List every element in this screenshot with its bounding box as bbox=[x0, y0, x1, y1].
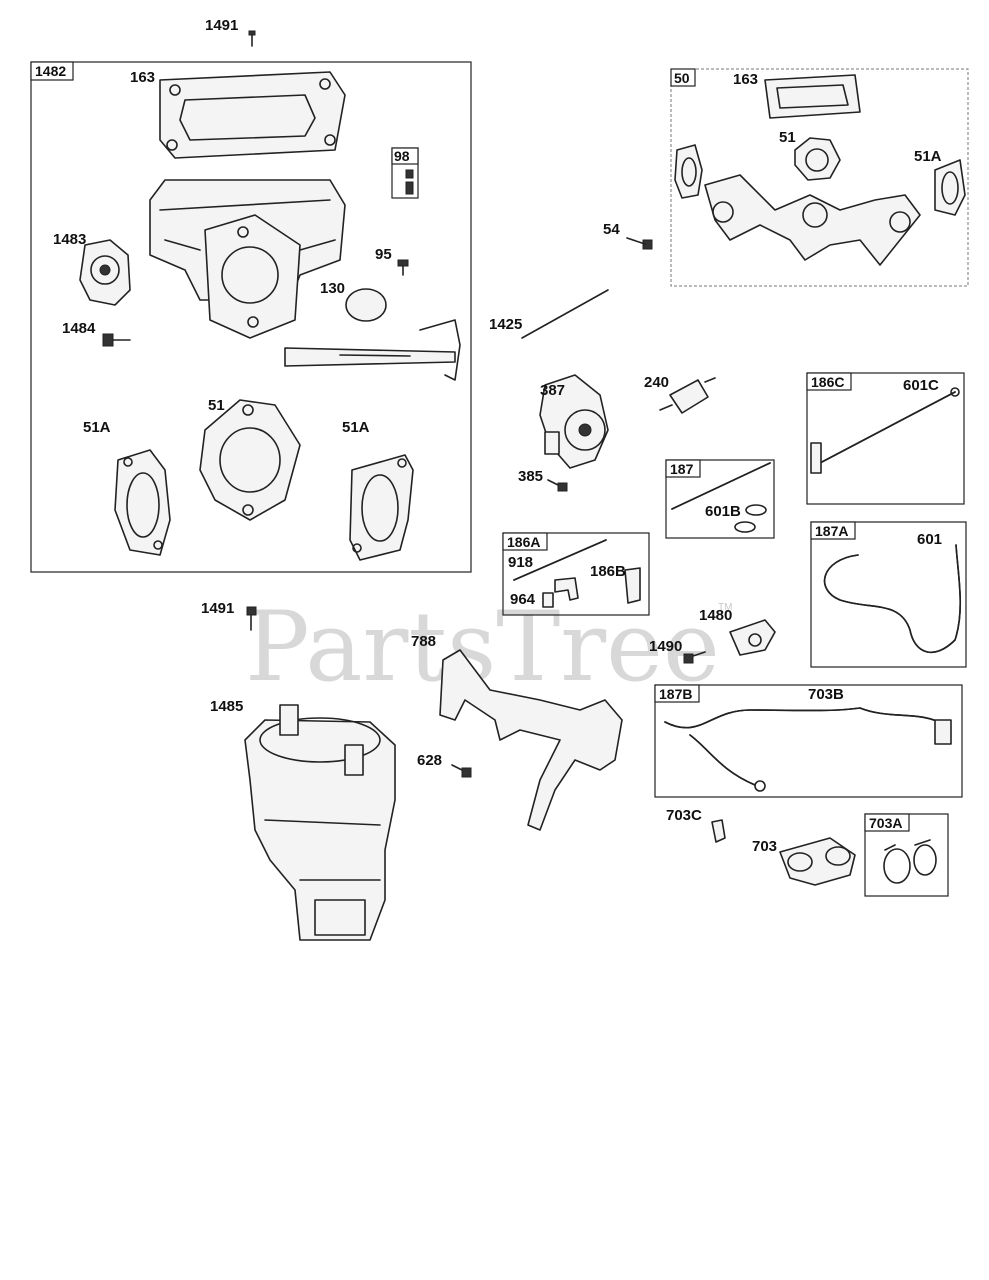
hose-186C[interactable] bbox=[810, 387, 960, 474]
callout-240: 240 bbox=[644, 374, 669, 391]
throttle-plate-130[interactable] bbox=[345, 288, 387, 322]
callout-703: 703 bbox=[752, 838, 777, 855]
fitting-186B[interactable] bbox=[554, 567, 641, 604]
group-186C: 186C bbox=[806, 372, 965, 505]
hose-703B[interactable] bbox=[664, 707, 952, 792]
group-tag-187: 187 bbox=[670, 461, 694, 477]
callout-918: 918 bbox=[508, 554, 533, 571]
rod-1425[interactable] bbox=[521, 289, 609, 339]
hose-187[interactable] bbox=[671, 462, 771, 510]
callout-1483: 1483 bbox=[53, 231, 86, 248]
callout-95: 95 bbox=[375, 246, 392, 263]
fuel-filter-240[interactable] bbox=[659, 377, 716, 414]
callout-788: 788 bbox=[411, 633, 436, 650]
gasket-51A-manifold-right[interactable] bbox=[934, 159, 966, 216]
fitting-1480[interactable] bbox=[729, 619, 776, 656]
group-tag-703A: 703A bbox=[869, 815, 902, 831]
callout-1485: 1485 bbox=[210, 698, 243, 715]
clamp-703A[interactable] bbox=[883, 839, 937, 884]
callout-964: 964 bbox=[510, 591, 536, 608]
callout-703B: 703B bbox=[808, 686, 844, 703]
group-tag-187B: 187B bbox=[659, 686, 692, 702]
fuel-pump-387[interactable] bbox=[539, 374, 609, 469]
callout-1484: 1484 bbox=[62, 320, 96, 337]
callout-163-b: 163 bbox=[733, 71, 758, 88]
gasket-51-carb[interactable] bbox=[199, 399, 301, 521]
clamp-703[interactable] bbox=[779, 837, 856, 886]
group-tag-186C: 186C bbox=[811, 374, 844, 390]
callout-1490: 1490 bbox=[649, 638, 682, 655]
group-187B: 187B bbox=[654, 684, 963, 798]
group-186A: 186A bbox=[502, 532, 650, 616]
callout-1425: 1425 bbox=[489, 316, 522, 333]
group-tag-187A: 187A bbox=[815, 523, 848, 539]
callout-601B: 601B bbox=[705, 503, 741, 520]
gasket-163-manifold[interactable] bbox=[764, 74, 861, 119]
hose-918[interactable] bbox=[513, 539, 607, 581]
callout-51A-c: 51A bbox=[914, 148, 942, 165]
callout-703C: 703C bbox=[666, 807, 702, 824]
choke-1483[interactable] bbox=[79, 239, 131, 306]
callout-54: 54 bbox=[603, 221, 620, 238]
callout-1480: 1480 bbox=[699, 607, 732, 624]
screw-1491-top[interactable] bbox=[248, 30, 256, 47]
group-50: 50 bbox=[670, 68, 969, 287]
gasket-163-carb[interactable] bbox=[159, 71, 346, 159]
group-tag-1482: 1482 bbox=[35, 63, 66, 79]
fuel-assembly-1485[interactable] bbox=[244, 704, 396, 941]
clip-703C[interactable] bbox=[711, 819, 726, 843]
group-187A: 187A bbox=[810, 521, 967, 668]
callout-51A-b: 51A bbox=[342, 419, 370, 436]
callout-1491-top: 1491 bbox=[205, 17, 238, 34]
screw-1484[interactable] bbox=[102, 333, 131, 347]
callout-1491-mid: 1491 bbox=[201, 600, 234, 617]
intake-manifold[interactable] bbox=[704, 174, 921, 266]
sleeve-964[interactable] bbox=[542, 592, 554, 608]
gasket-51-manifold[interactable] bbox=[794, 137, 841, 181]
callout-51-b: 51 bbox=[779, 129, 796, 146]
screw-95[interactable] bbox=[397, 259, 409, 276]
screw-1490[interactable] bbox=[683, 651, 706, 664]
screw-1491-mid[interactable] bbox=[246, 606, 257, 631]
bracket-788[interactable] bbox=[439, 649, 623, 831]
clamp-601B[interactable] bbox=[734, 504, 767, 533]
group-703A: 703A bbox=[864, 813, 949, 897]
group-1482: 1482 bbox=[30, 61, 472, 573]
gasket-51A-left[interactable] bbox=[114, 449, 171, 556]
callout-51A-a: 51A bbox=[83, 419, 111, 436]
callout-601C: 601C bbox=[903, 377, 939, 394]
callout-387: 387 bbox=[540, 382, 565, 399]
gasket-manifold-left[interactable] bbox=[674, 144, 703, 199]
throttle-shaft[interactable] bbox=[284, 319, 461, 381]
group-tag-186A: 186A bbox=[507, 534, 540, 550]
callout-601: 601 bbox=[917, 531, 942, 548]
watermark-trademark: TM bbox=[718, 602, 732, 613]
callout-628: 628 bbox=[417, 752, 442, 769]
screw-628[interactable] bbox=[451, 764, 472, 778]
callout-385: 385 bbox=[518, 468, 543, 485]
group-98: 98 bbox=[391, 147, 419, 199]
group-187: 187 bbox=[665, 459, 775, 539]
callout-163-a: 163 bbox=[130, 69, 155, 86]
callout-186B: 186B bbox=[590, 563, 626, 580]
hose-187A[interactable] bbox=[823, 544, 962, 654]
carburetor-body[interactable] bbox=[149, 179, 346, 339]
callout-130: 130 bbox=[320, 280, 345, 297]
group-tag-98: 98 bbox=[394, 148, 410, 164]
callout-51-a: 51 bbox=[208, 397, 225, 414]
group-tag-50: 50 bbox=[674, 70, 690, 86]
screw-385[interactable] bbox=[547, 479, 568, 492]
screw-54[interactable] bbox=[626, 237, 653, 250]
gasket-51A-right[interactable] bbox=[349, 454, 414, 561]
